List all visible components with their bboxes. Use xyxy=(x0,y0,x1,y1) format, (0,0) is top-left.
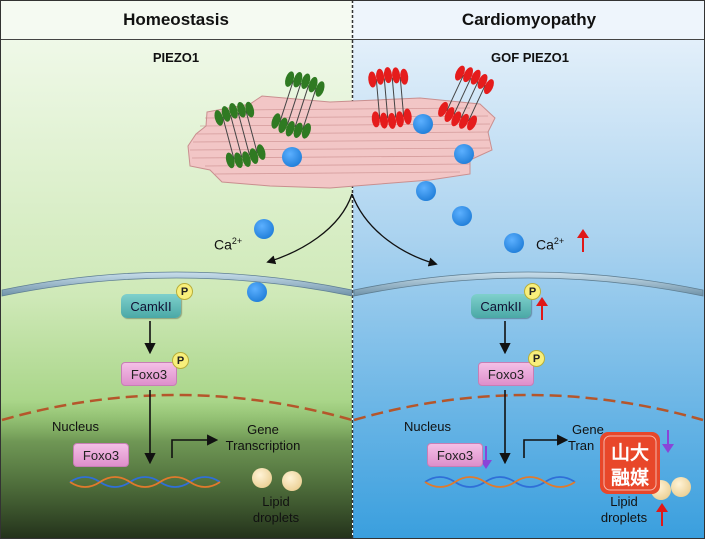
foxo3-nucleus-right: Foxo3 xyxy=(427,443,483,467)
gof-piezo1-label: GOF PIEZO1 xyxy=(490,50,569,65)
phosphate-badge: P xyxy=(524,283,541,300)
right-panel-title: Cardiomyopathy xyxy=(461,10,597,29)
svg-text:融媒: 融媒 xyxy=(611,467,650,489)
calcium-influx-arrow xyxy=(266,193,353,265)
gof-piezo1-channel xyxy=(368,67,412,129)
left-panel-title: Homeostasis xyxy=(123,10,229,29)
phosphate-badge: P xyxy=(176,283,193,300)
piezo1-channel xyxy=(271,71,325,139)
nucleus-label-right: Nucleus xyxy=(404,419,451,434)
calcium-label-right: Ca2+ xyxy=(536,236,565,253)
cell-membrane-left xyxy=(1,271,353,297)
cell-membrane-right xyxy=(353,271,704,297)
piezo1-label: PIEZO1 xyxy=(152,50,200,65)
phosphate-badge: P xyxy=(172,352,189,369)
watermark-logo: 山大 融媒 xyxy=(600,432,660,494)
camkii-increase-arrow xyxy=(536,297,548,320)
nuclear-envelope-left xyxy=(1,393,353,422)
phosphate-badge: P xyxy=(528,350,545,367)
nucleus-label-left: Nucleus xyxy=(52,419,99,434)
calcium-influx-arrow xyxy=(351,193,438,267)
camkii-protein-right: CamkII xyxy=(471,294,531,318)
dna-helix-right xyxy=(424,476,576,488)
foxo3-nucleus-left: Foxo3 xyxy=(73,443,129,467)
lipid-increase-arrow xyxy=(656,503,668,526)
calcium-ions xyxy=(247,114,524,302)
gene-transcription-arrow xyxy=(171,434,219,458)
foxo3-cytoplasm-left: Foxo3 xyxy=(121,362,177,386)
camkii-protein-left: CamkII xyxy=(121,294,181,318)
transcription-decrease-arrow xyxy=(662,430,674,453)
foxo3-cytoplasm-right: Foxo3 xyxy=(478,362,534,386)
gene-transcription-arrow xyxy=(523,434,569,458)
svg-text:山大: 山大 xyxy=(611,441,649,464)
piezo1-channel xyxy=(214,101,266,169)
calcium-increase-arrow xyxy=(577,229,589,252)
lipid-droplets-left xyxy=(252,468,302,491)
foxo3-decrease-arrow xyxy=(480,446,492,469)
calcium-label-left: Ca2+ xyxy=(214,236,243,253)
nuclear-envelope-right xyxy=(353,393,704,422)
dna-helix-left xyxy=(69,476,221,488)
gof-piezo1-channel xyxy=(438,65,494,131)
